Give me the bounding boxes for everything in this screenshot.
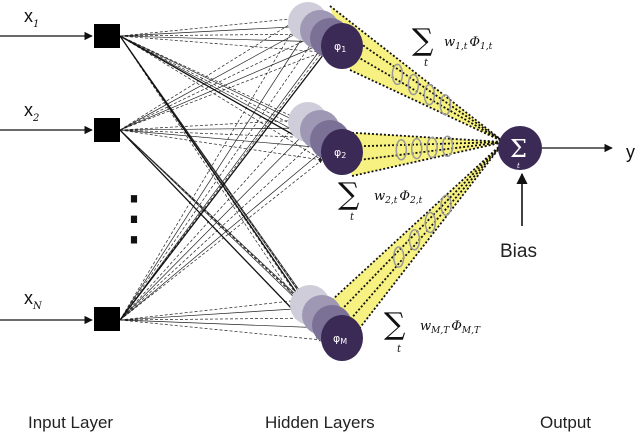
bias-label: Bias bbox=[500, 241, 537, 262]
connection-line bbox=[119, 35, 327, 329]
input-layer-label: Input Layer bbox=[28, 413, 113, 432]
hidden-layers-label: Hidden Layers bbox=[265, 413, 375, 432]
input-node-1 bbox=[94, 24, 120, 48]
connection-line bbox=[119, 129, 323, 162]
input-label-2: x2 bbox=[24, 100, 39, 124]
connection-line bbox=[119, 33, 319, 321]
connection-line bbox=[119, 35, 323, 54]
weight-sum-sigma-m: ∑ bbox=[384, 307, 406, 342]
connection-line bbox=[119, 32, 319, 37]
weight-sum-index-2: t bbox=[350, 212, 355, 223]
connection-line bbox=[119, 51, 323, 131]
weight-line bbox=[344, 141, 505, 326]
connection-line bbox=[119, 33, 319, 131]
input-ellipsis: ⋮ bbox=[104, 183, 164, 253]
spring-loop bbox=[441, 135, 454, 158]
weight-cone-2 bbox=[340, 132, 504, 176]
weight-line bbox=[336, 26, 505, 143]
connection-line bbox=[119, 16, 301, 37]
hidden-node-label-1: φ1 bbox=[334, 40, 346, 54]
weight-sum-sigma-2: ∑ bbox=[338, 177, 360, 212]
connection-line bbox=[119, 319, 323, 342]
connection-line bbox=[119, 126, 311, 131]
connection-line bbox=[119, 35, 301, 301]
spring-loop bbox=[426, 136, 438, 159]
input-hidden-connections bbox=[119, 16, 331, 342]
hidden-node-label-m: φM bbox=[333, 332, 347, 346]
spring-loop bbox=[439, 94, 452, 116]
weight-line bbox=[351, 141, 505, 177]
hidden-node-2: φ2 bbox=[288, 102, 363, 175]
weight-sum-index-1: t bbox=[424, 58, 429, 69]
spring-loop bbox=[440, 194, 452, 217]
weight-line bbox=[339, 131, 505, 143]
connection-line bbox=[119, 129, 327, 329]
spring-loop bbox=[395, 139, 408, 161]
connection-line bbox=[119, 306, 311, 321]
input-node-n bbox=[94, 307, 120, 331]
connection-line bbox=[119, 25, 311, 131]
output-layer-label: Output bbox=[540, 413, 591, 432]
connection-line-main bbox=[119, 45, 331, 321]
connection-line bbox=[119, 35, 301, 121]
spring-loop bbox=[392, 246, 405, 268]
output-sum-index: t bbox=[517, 162, 520, 170]
connection-line bbox=[119, 17, 301, 321]
weight-sum-sigma-1: ∑ bbox=[412, 23, 434, 58]
connection-line bbox=[119, 127, 311, 321]
connection-line bbox=[119, 298, 301, 321]
weight-line bbox=[349, 69, 505, 143]
connection-line bbox=[119, 319, 327, 330]
hidden-node-1: φ1 bbox=[288, 2, 363, 69]
spring-loop bbox=[410, 137, 423, 160]
hidden-node-label-2: φ2 bbox=[334, 146, 346, 160]
connection-line bbox=[119, 129, 327, 150]
connection-line bbox=[119, 159, 323, 321]
connection-line-main bbox=[119, 129, 323, 341]
connection-line bbox=[119, 129, 311, 309]
input-label-1: x1 bbox=[24, 6, 39, 30]
weight-line bbox=[351, 141, 505, 339]
spring-loop bbox=[424, 211, 437, 234]
connection-line bbox=[119, 35, 327, 44]
input-label-n: xN bbox=[24, 288, 43, 312]
connection-line bbox=[119, 316, 319, 321]
input-arrows bbox=[0, 31, 93, 325]
connection-line bbox=[119, 147, 327, 321]
weight-line bbox=[343, 141, 505, 148]
spring-loop bbox=[407, 73, 420, 96]
output-sum-symbol: Σ bbox=[510, 135, 527, 163]
connection-line-main bbox=[119, 35, 323, 331]
spring-loop bbox=[423, 83, 436, 106]
hidden-output-cones bbox=[329, 5, 505, 339]
spring-loop bbox=[391, 63, 404, 86]
connection-line bbox=[119, 41, 327, 131]
connection-line bbox=[119, 25, 311, 321]
hidden-node-m: φM bbox=[290, 285, 363, 361]
weight-line bbox=[331, 141, 505, 301]
output-sum-node: Σ t bbox=[498, 126, 542, 170]
connection-line bbox=[119, 35, 323, 161]
connection-line-main bbox=[119, 35, 321, 151]
input-node-2 bbox=[94, 118, 120, 142]
weight-line bbox=[329, 5, 505, 143]
connection-line bbox=[119, 24, 311, 37]
output-label-y: y bbox=[626, 142, 635, 162]
connection-line bbox=[119, 41, 327, 321]
spring-loop bbox=[408, 229, 421, 251]
connection-line bbox=[119, 17, 301, 131]
weight-sum-index-m: t bbox=[397, 344, 402, 355]
